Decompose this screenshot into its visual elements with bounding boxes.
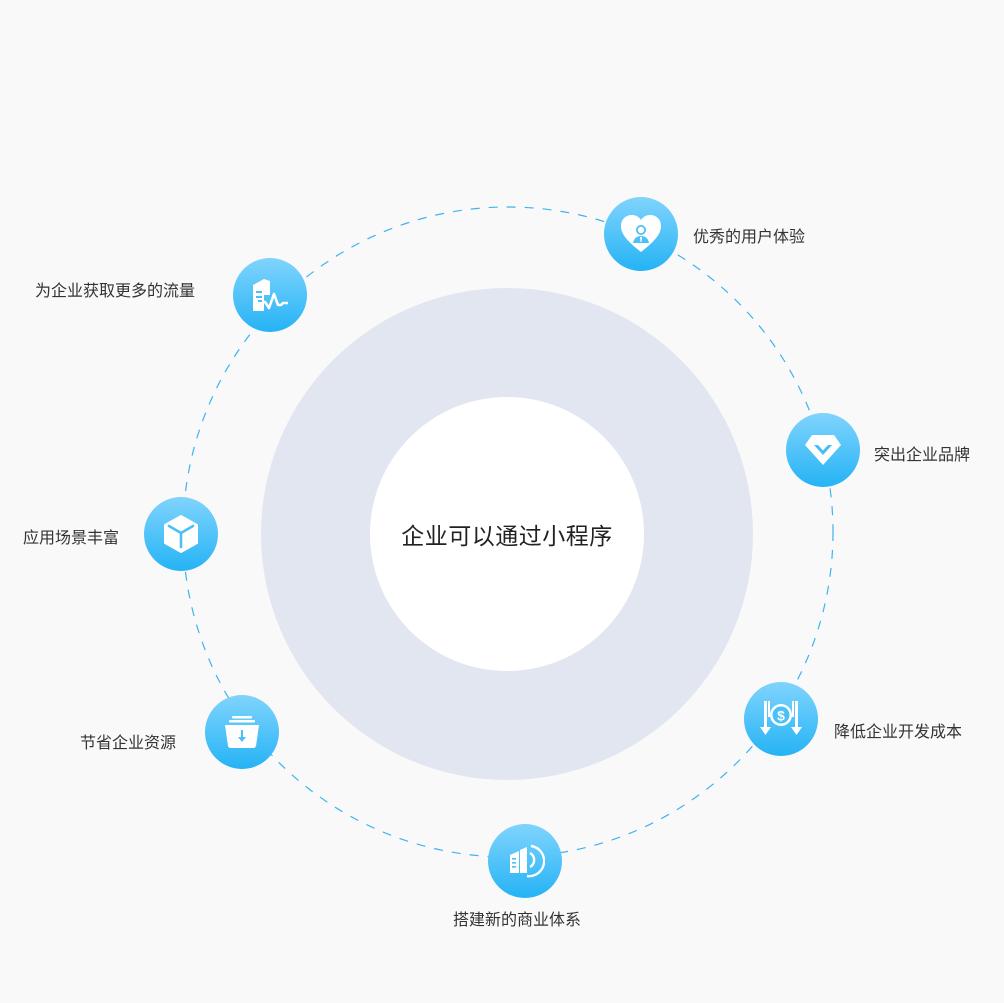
center-title: 企业可以通过小程序 bbox=[401, 524, 613, 550]
document-pulse-icon bbox=[253, 279, 288, 311]
node-brand[interactable] bbox=[786, 413, 860, 487]
folder-download-icon bbox=[225, 716, 259, 748]
label-business: 搭建新的商业体系 bbox=[453, 910, 582, 929]
label-scenarios: 应用场景丰富 bbox=[23, 528, 120, 547]
label-user-experience: 优秀的用户体验 bbox=[693, 227, 806, 246]
node-resources[interactable] bbox=[205, 695, 279, 769]
center-circle: 企业可以通过小程序 bbox=[370, 397, 644, 671]
diamond-icon bbox=[805, 435, 841, 465]
building-signal-icon bbox=[510, 844, 545, 878]
cube-icon bbox=[164, 515, 198, 553]
node-user-experience[interactable] bbox=[604, 197, 678, 271]
label-brand: 突出企业品牌 bbox=[874, 445, 971, 464]
dollar-down-icon: $ bbox=[760, 701, 802, 735]
node-scenarios[interactable] bbox=[144, 497, 218, 571]
heart-user-icon bbox=[621, 215, 661, 252]
svg-text:$: $ bbox=[777, 708, 785, 724]
label-resources: 节省企业资源 bbox=[80, 733, 177, 752]
node-traffic[interactable] bbox=[233, 258, 307, 332]
node-business[interactable] bbox=[488, 824, 562, 898]
label-traffic: 为企业获取更多的流量 bbox=[35, 281, 196, 300]
node-cost[interactable]: $ bbox=[744, 682, 818, 756]
label-cost: 降低企业开发成本 bbox=[834, 722, 963, 741]
